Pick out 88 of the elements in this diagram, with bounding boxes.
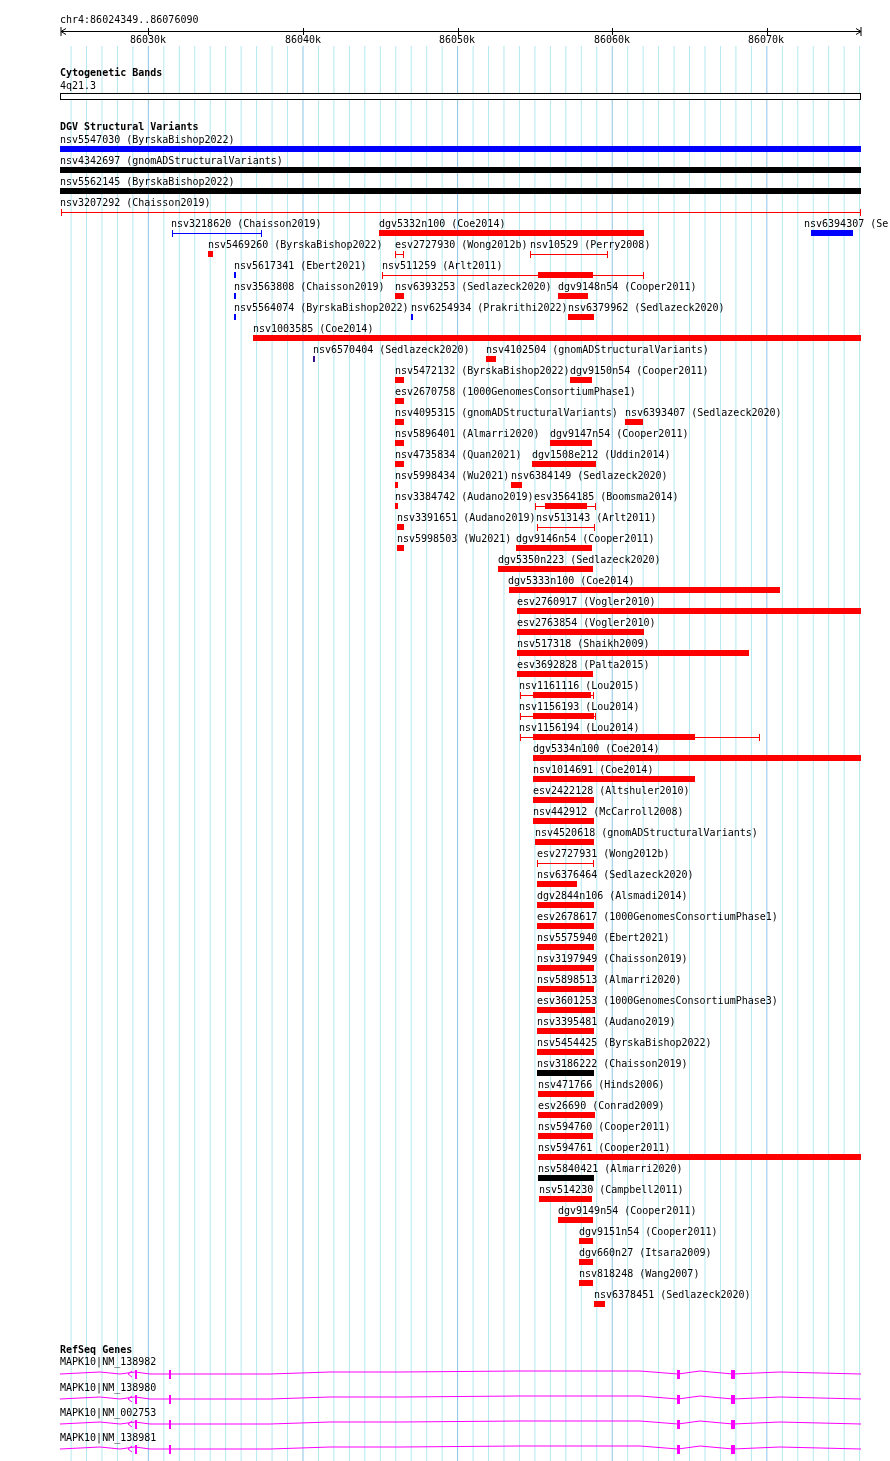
track-title: Cytogenetic Bands <box>60 67 163 79</box>
variant-label: nsv5564074 (ByrskaBishop2022) <box>234 302 409 314</box>
variant-label: nsv5547030 (ByrskaBishop2022) <box>60 134 235 146</box>
variant-label: nsv3563808 (Chaisson2019) <box>234 281 385 293</box>
variant-label: nsv511259 (Arlt2011) <box>382 260 503 272</box>
track-title: DGV Structural Variants <box>60 121 199 133</box>
variant-label: nsv6379962 (Sedlazeck2020) <box>568 302 725 314</box>
variant-label: nsv5575940 (Ebert2021) <box>537 932 670 944</box>
variant-label: dgv5334n100 (Coe2014) <box>533 743 660 755</box>
gene-label: MAPK10|NM_138982 <box>60 1356 157 1368</box>
variant-label: nsv1161116 (Lou2015) <box>519 680 640 692</box>
variant-label: nsv5562145 (ByrskaBishop2022) <box>60 176 235 188</box>
variant-label: dgv1508e212 (Uddin2014) <box>532 449 671 461</box>
variant-label: nsv3207292 (Chaisson2019) <box>60 197 211 209</box>
variant-label: nsv5472132 (ByrskaBishop2022) <box>395 365 570 377</box>
variant-label: nsv6254934 (Prakrithi2022) <box>411 302 568 314</box>
variant-label: esv2422128 (Altshuler2010) <box>533 785 690 797</box>
track-title: RefSeq Genes <box>60 1344 133 1356</box>
variant-label: dgv660n27 (Itsara2009) <box>579 1247 712 1259</box>
variant-label: nsv5998434 (Wu2021) <box>395 470 510 482</box>
gene-label: MAPK10|NM_002753 <box>60 1407 157 1419</box>
variant-label: nsv5896401 (Almarri2020) <box>395 428 540 440</box>
variant-label: esv3564185 (Boomsma2014) <box>534 491 679 503</box>
variant-label: esv26690 (Conrad2009) <box>538 1100 665 1112</box>
variant-label: nsv517318 (Shaikh2009) <box>517 638 650 650</box>
variant-label: nsv5840421 (Almarri2020) <box>538 1163 683 1175</box>
variant-label: nsv514230 (Campbell2011) <box>539 1184 684 1196</box>
variant-label: nsv6376464 (Sedlazeck2020) <box>537 869 694 881</box>
variant-label: nsv5617341 (Ebert2021) <box>234 260 367 272</box>
variant-label: dgv2844n106 (Alsmadi2014) <box>537 890 688 902</box>
variant-label: nsv4095315 (gnomADStructuralVariants) <box>395 407 618 419</box>
variant-label: nsv1156194 (Lou2014) <box>519 722 640 734</box>
variant-label: nsv4520618 (gnomADStructuralVariants) <box>535 827 758 839</box>
variant-label: dgv9151n54 (Cooper2011) <box>579 1226 718 1238</box>
variant-label: nsv6384149 (Sedlazeck2020) <box>511 470 668 482</box>
variant-label: esv2727931 (Wong2012b) <box>537 848 670 860</box>
variant-label: nsv1003585 (Coe2014) <box>253 323 374 335</box>
variant-label: nsv513143 (Arlt2011) <box>536 512 657 524</box>
variant-label: nsv3384742 (Audano2019) <box>395 491 534 503</box>
variant-label: dgv9146n54 (Cooper2011) <box>516 533 655 545</box>
variant-label: dgv5332n100 (Coe2014) <box>379 218 506 230</box>
variant-label: nsv6393253 (Sedlazeck2020) <box>395 281 552 293</box>
axis-tick-label: 86060k <box>594 34 631 46</box>
variant-label: esv3692828 (Palta2015) <box>517 659 650 671</box>
variant-label: dgv9148n54 (Cooper2011) <box>558 281 697 293</box>
variant-label: esv3601253 (1000GenomesConsortiumPhase3) <box>537 995 778 1007</box>
axis-tick-label: 86070k <box>748 34 785 46</box>
variant-label: nsv4735834 (Quan2021) <box>395 449 522 461</box>
variant-label: nsv5454425 (ByrskaBishop2022) <box>537 1037 712 1049</box>
axis-tick-label: 86040k <box>285 34 322 46</box>
variant-label: nsv6378451 (Sedlazeck2020) <box>594 1289 751 1301</box>
variant-label: nsv1014691 (Coe2014) <box>533 764 654 776</box>
variant-label: nsv3395481 (Audano2019) <box>537 1016 676 1028</box>
variant-label: dgv9149n54 (Cooper2011) <box>558 1205 697 1217</box>
variant-label: nsv6393407 (Sedlazeck2020) <box>625 407 782 419</box>
region-coordinates: chr4:86024349..86076090 <box>60 14 199 26</box>
variant-label: nsv3197949 (Chaisson2019) <box>537 953 688 965</box>
variant-label: esv2763854 (Vogler2010) <box>517 617 656 629</box>
variant-label: nsv1156193 (Lou2014) <box>519 701 640 713</box>
variant-label: dgv9147n54 (Cooper2011) <box>550 428 689 440</box>
variant-label: nsv4102504 (gnomADStructuralVariants) <box>486 344 709 356</box>
band-label: 4q21.3 <box>60 80 97 92</box>
variant-label: esv2678617 (1000GenomesConsortiumPhase1) <box>537 911 778 923</box>
variant-label: nsv442912 (McCarroll2008) <box>533 806 684 818</box>
variant-label: nsv3218620 (Chaisson2019) <box>171 218 322 230</box>
variant-label: dgv9150n54 (Cooper2011) <box>570 365 709 377</box>
variant-label: dgv5333n100 (Coe2014) <box>508 575 635 587</box>
variant-label: esv2670758 (1000GenomesConsortiumPhase1) <box>395 386 636 398</box>
axis-tick-label: 86030k <box>130 34 167 46</box>
variant-label: nsv594760 (Cooper2011) <box>538 1121 671 1133</box>
axis-tick-label: 86050k <box>439 34 476 46</box>
variant-label: nsv5898513 (Almarri2020) <box>537 974 682 986</box>
variant-label: nsv6570404 (Sedlazeck2020) <box>313 344 470 356</box>
gene-label: MAPK10|NM_138981 <box>60 1432 157 1444</box>
variant-label: nsv6394307 (Se <box>804 218 889 230</box>
variant-label: nsv5998503 (Wu2021) <box>397 533 512 545</box>
gene-label: MAPK10|NM_138980 <box>60 1382 157 1394</box>
variant-label: dgv5350n223 (Sedlazeck2020) <box>498 554 661 566</box>
variant-label: nsv10529 (Perry2008) <box>530 239 651 251</box>
variant-label: nsv594761 (Cooper2011) <box>538 1142 671 1154</box>
variant-label: nsv471766 (Hinds2006) <box>538 1079 665 1091</box>
variant-label: nsv818248 (Wang2007) <box>579 1268 700 1280</box>
variant-label: nsv4342697 (gnomADStructuralVariants) <box>60 155 283 167</box>
variant-label: nsv5469260 (ByrskaBishop2022) <box>208 239 383 251</box>
variant-label: esv2727930 (Wong2012b) <box>395 239 528 251</box>
variant-label: nsv3186222 (Chaisson2019) <box>537 1058 688 1070</box>
variant-label: nsv3391651 (Audano2019) <box>397 512 536 524</box>
variant-label: esv2760917 (Vogler2010) <box>517 596 656 608</box>
